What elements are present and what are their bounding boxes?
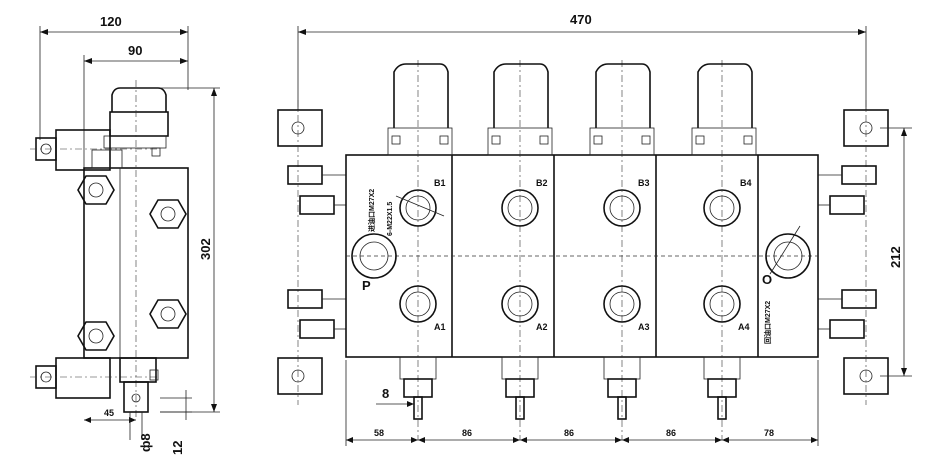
dim-lever-width: 8 bbox=[382, 386, 389, 401]
note-mount-holes: 6-M22X1.5 bbox=[387, 202, 394, 236]
port-a3 bbox=[603, 285, 641, 323]
label-b3: B3 bbox=[638, 178, 650, 188]
side-port-lower-left bbox=[77, 321, 115, 351]
label-a2: A2 bbox=[536, 322, 548, 332]
label-b1: B1 bbox=[434, 178, 446, 188]
label-a4: A4 bbox=[738, 322, 750, 332]
dim-shaft-length: 12 bbox=[170, 441, 185, 455]
label-p: P bbox=[362, 278, 371, 293]
port-o bbox=[765, 233, 811, 279]
label-b4: B4 bbox=[740, 178, 752, 188]
spool-1 bbox=[399, 356, 437, 420]
dim-front-mount-height: 212 bbox=[888, 246, 903, 268]
dim-side-height: 302 bbox=[198, 238, 213, 260]
spool-3 bbox=[603, 356, 641, 420]
side-port-upper-left bbox=[77, 175, 115, 205]
note-inlet-thread: 进油口M27X2 bbox=[367, 189, 376, 232]
label-b2: B2 bbox=[536, 178, 548, 188]
dim-pitch-1: 86 bbox=[462, 428, 472, 438]
actuator-4 bbox=[691, 63, 757, 156]
port-a2 bbox=[501, 285, 539, 323]
dim-pitch-3: 86 bbox=[666, 428, 676, 438]
dim-side-width-body: 90 bbox=[128, 43, 142, 58]
port-b3 bbox=[603, 189, 641, 227]
dim-side-offset: 45 bbox=[104, 408, 114, 418]
mount-plate-bottom-left bbox=[277, 357, 323, 395]
actuator-3 bbox=[589, 63, 655, 156]
actuator-1 bbox=[387, 63, 453, 156]
mount-plate-top-left bbox=[277, 109, 323, 147]
dim-shaft-diameter: ф8 bbox=[138, 433, 153, 452]
port-a4 bbox=[703, 285, 741, 323]
spool-4 bbox=[703, 356, 741, 420]
dim-pitch-first: 58 bbox=[374, 428, 384, 438]
dim-front-width-overall: 470 bbox=[570, 12, 592, 27]
actuator-2 bbox=[487, 63, 553, 156]
port-p bbox=[351, 233, 397, 279]
pitch-dimension-chain bbox=[345, 360, 819, 446]
side-port-upper-right bbox=[149, 199, 187, 229]
port-b2 bbox=[501, 189, 539, 227]
label-a3: A3 bbox=[638, 322, 650, 332]
dim-pitch-2: 86 bbox=[564, 428, 574, 438]
spool-2 bbox=[501, 356, 539, 420]
tie-rods-left bbox=[287, 165, 346, 339]
port-b1 bbox=[399, 189, 437, 227]
port-a1 bbox=[399, 285, 437, 323]
tie-rods-right bbox=[818, 165, 877, 339]
label-o: O bbox=[762, 272, 772, 287]
note-outlet-thread: 回油口M27X2 bbox=[763, 301, 772, 344]
label-a1: A1 bbox=[434, 322, 446, 332]
dim-pitch-last: 78 bbox=[764, 428, 774, 438]
side-port-lower-right bbox=[149, 299, 187, 329]
dim-side-width-overall: 120 bbox=[100, 14, 122, 29]
port-b4 bbox=[703, 189, 741, 227]
front-view: 470 bbox=[277, 12, 912, 446]
side-view: 120 90 bbox=[30, 14, 220, 455]
